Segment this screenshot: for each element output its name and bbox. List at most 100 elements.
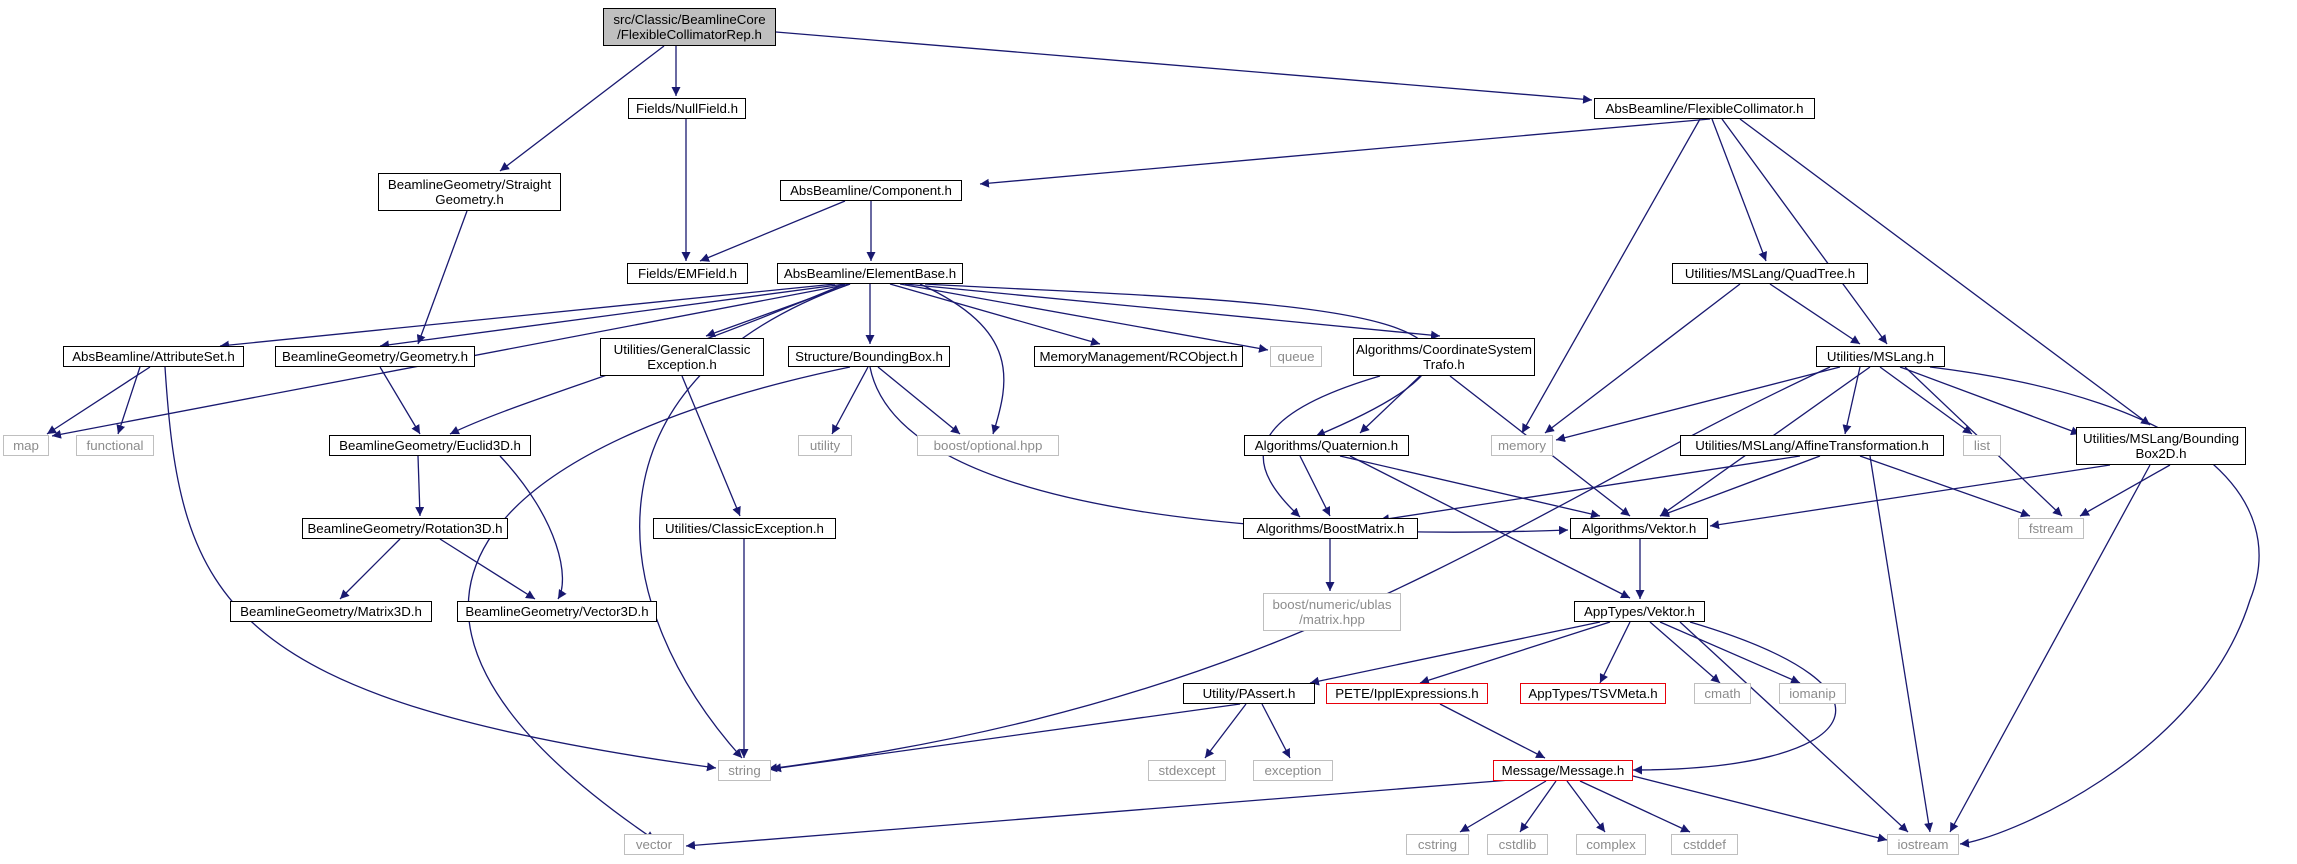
dependency-edge [1339, 455, 1601, 519]
dependency-edge [1859, 455, 2031, 518]
node-label: AbsBeamline/Component.h [790, 183, 952, 198]
node-message[interactable]: Message/Message.h [1493, 760, 1633, 781]
node-complex[interactable]: complex [1576, 834, 1646, 855]
dependency-edge [1929, 366, 2260, 848]
node-boostoptional[interactable]: boost/optional.hpp [917, 435, 1059, 456]
node-exception[interactable]: exception [1253, 760, 1333, 781]
dependency-edge [499, 455, 567, 600]
dependency-edge [467, 366, 851, 841]
node-affinetransformation[interactable]: Utilities/MSLang/AffineTransformation.h [1680, 435, 1944, 456]
node-cstdlib[interactable]: cstdlib [1487, 834, 1548, 855]
node-passert[interactable]: Utility/PAssert.h [1183, 683, 1315, 704]
dependency-edge [164, 366, 717, 772]
node-ipplexpressions[interactable]: PETE/IpplExpressions.h [1326, 683, 1488, 704]
node-map[interactable]: map [3, 435, 49, 456]
node-quadtree[interactable]: Utilities/MSLang/QuadTree.h [1672, 263, 1868, 284]
node-list[interactable]: list [1963, 435, 2001, 456]
node-rotation3d[interactable]: BeamlineGeometry/Rotation3D.h [302, 518, 508, 539]
node-euclid3d[interactable]: BeamlineGeometry/Euclid3D.h [329, 435, 531, 456]
node-fstream[interactable]: fstream [2018, 518, 2084, 539]
node-geometry[interactable]: BeamlineGeometry/Geometry.h [275, 346, 475, 367]
dependency-edge [1709, 464, 2111, 530]
node-label: Utilities/MSLang/AffineTransformation.h [1695, 438, 1929, 453]
dependency-edge [46, 366, 151, 435]
node-boundingbox[interactable]: Structure/BoundingBox.h [788, 346, 950, 367]
node-rcobject[interactable]: MemoryManagement/RCObject.h [1034, 346, 1243, 367]
dependency-edge [1632, 621, 1837, 775]
node-cmath[interactable]: cmath [1694, 683, 1751, 704]
node-label: /FlexibleCollimatorRep.h [617, 27, 762, 42]
node-flexiblecollimatorrep[interactable]: src/Classic/BeamlineCore/FlexibleCollima… [603, 8, 776, 46]
dependency-edge [919, 283, 1005, 435]
node-utility[interactable]: utility [798, 435, 852, 456]
node-functional[interactable]: functional [76, 435, 154, 456]
node-elementbase[interactable]: AbsBeamline/ElementBase.h [777, 263, 963, 284]
node-label: Utilities/ClassicException.h [665, 521, 824, 536]
dependency-edge [1711, 118, 1768, 262]
node-matrix3d[interactable]: BeamlineGeometry/Matrix3D.h [230, 601, 432, 622]
node-ublas-matrix[interactable]: boost/numeric/ublas/matrix.hpp [1263, 593, 1401, 631]
node-label: cmath [1704, 686, 1741, 701]
node-label: PETE/IpplExpressions.h [1335, 686, 1479, 701]
node-iomanip[interactable]: iomanip [1779, 683, 1846, 704]
dependency-edge [1721, 118, 1888, 345]
node-label: Geometry.h [435, 192, 504, 207]
dependency-edge [1521, 118, 1701, 434]
node-label: AppTypes/Vektor.h [1584, 604, 1695, 619]
dependency-edge [1261, 703, 1291, 759]
node-quaternion[interactable]: Algorithms/Quaternion.h [1244, 435, 1409, 456]
node-queue[interactable]: queue [1270, 346, 1322, 367]
node-boostmatrix[interactable]: Algorithms/BoostMatrix.h [1243, 518, 1418, 539]
dependency-edge [869, 366, 1569, 535]
dependency-edge [904, 283, 1441, 340]
node-algorithms-vektor[interactable]: Algorithms/Vektor.h [1570, 518, 1708, 539]
dependency-edge [1359, 375, 1421, 434]
node-memory[interactable]: memory [1491, 435, 1553, 456]
node-label: Utility/PAssert.h [1202, 686, 1296, 701]
dependency-edge [415, 455, 425, 517]
node-label: Utilities/MSLang.h [1826, 349, 1935, 364]
dependency-edge [1599, 621, 1631, 684]
dependency-edge [1309, 621, 1601, 686]
node-label: BeamlineGeometry/Matrix3D.h [240, 604, 422, 619]
node-label: Message/Message.h [1501, 763, 1625, 778]
node-vector[interactable]: vector [624, 834, 684, 855]
node-vector3d[interactable]: BeamlineGeometry/Vector3D.h [457, 601, 657, 622]
node-string[interactable]: string [718, 760, 771, 781]
dependency-edge [1869, 455, 1934, 833]
node-cstring[interactable]: cstring [1406, 834, 1469, 855]
node-nullfield[interactable]: Fields/NullField.h [628, 98, 746, 119]
node-label: MemoryManagement/RCObject.h [1039, 349, 1238, 364]
dependency-edge [1349, 455, 1631, 599]
node-label: Algorithms/CoordinateSystem [1356, 342, 1532, 357]
node-label: Algorithms/Vektor.h [1581, 521, 1697, 536]
dependency-edge [116, 366, 141, 435]
dependency-edge [1204, 703, 1247, 759]
node-attributeset[interactable]: AbsBeamline/AttributeSet.h [63, 346, 244, 367]
node-label: BeamlineGeometry/Rotation3D.h [307, 521, 503, 536]
node-cstddef[interactable]: cstddef [1671, 834, 1738, 855]
dependency-edge [1439, 703, 1546, 759]
node-apptypes-vektor[interactable]: AppTypes/Vektor.h [1574, 601, 1705, 622]
dependency-edge [775, 31, 1593, 104]
node-classicexception[interactable]: Utilities/ClassicException.h [653, 518, 836, 539]
node-stdexcept[interactable]: stdexcept [1148, 760, 1226, 781]
node-flexiblecollimator[interactable]: AbsBeamline/FlexibleCollimator.h [1594, 98, 1815, 119]
node-label: complex [1586, 837, 1636, 852]
node-mslang[interactable]: Utilities/MSLang.h [1816, 346, 1945, 367]
dependency-edge [219, 283, 836, 350]
node-component[interactable]: AbsBeamline/Component.h [780, 180, 962, 201]
node-tsvmeta[interactable]: AppTypes/TSVMeta.h [1520, 683, 1666, 704]
node-label: BeamlineGeometry/Geometry.h [282, 349, 468, 364]
node-label: functional [86, 438, 144, 453]
node-label: /matrix.hpp [1299, 612, 1365, 627]
node-iostream[interactable]: iostream [1887, 834, 1959, 855]
dependency-edge [1899, 366, 2081, 436]
node-emfield[interactable]: Fields/EMField.h [627, 263, 748, 284]
dependency-edge [1879, 366, 1973, 435]
